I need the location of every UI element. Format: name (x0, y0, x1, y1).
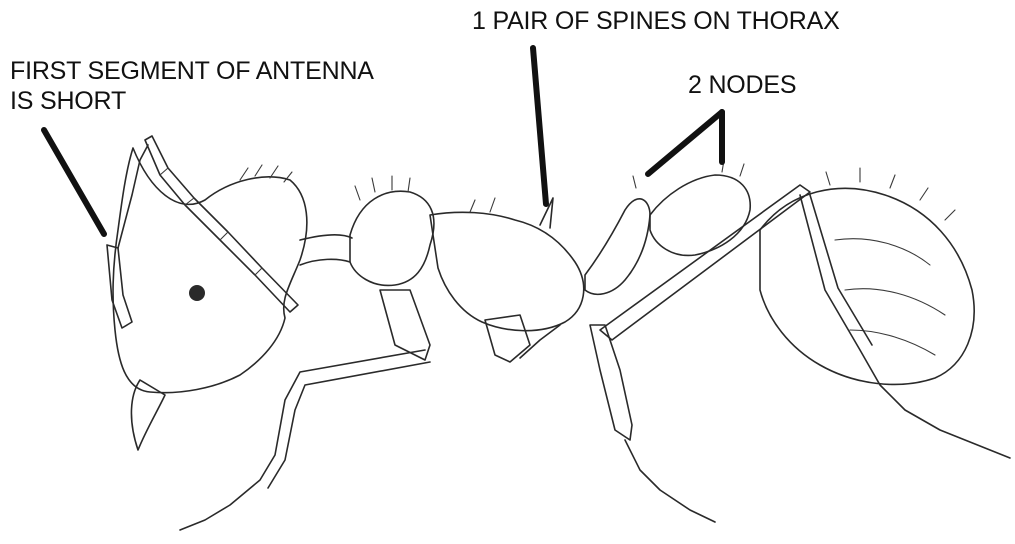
antenna-pointer-line (44, 130, 104, 234)
ant-gaster (760, 168, 974, 384)
ant-legs (180, 185, 1010, 530)
spines-pointer-line (533, 48, 546, 204)
antenna-label-line2: IS SHORT (10, 86, 374, 116)
antenna-label-line1: FIRST SEGMENT OF ANTENNA (10, 56, 374, 86)
ant-thorax (300, 176, 584, 331)
nodes-label: 2 NODES (688, 70, 796, 100)
nodes-pointer-line-left (648, 112, 722, 174)
antenna-label: FIRST SEGMENT OF ANTENNA IS SHORT (10, 56, 374, 116)
spines-label: 1 PAIR OF SPINES ON THORAX (472, 6, 840, 36)
ant-nodes (585, 160, 750, 294)
ant-antenna (107, 136, 298, 328)
